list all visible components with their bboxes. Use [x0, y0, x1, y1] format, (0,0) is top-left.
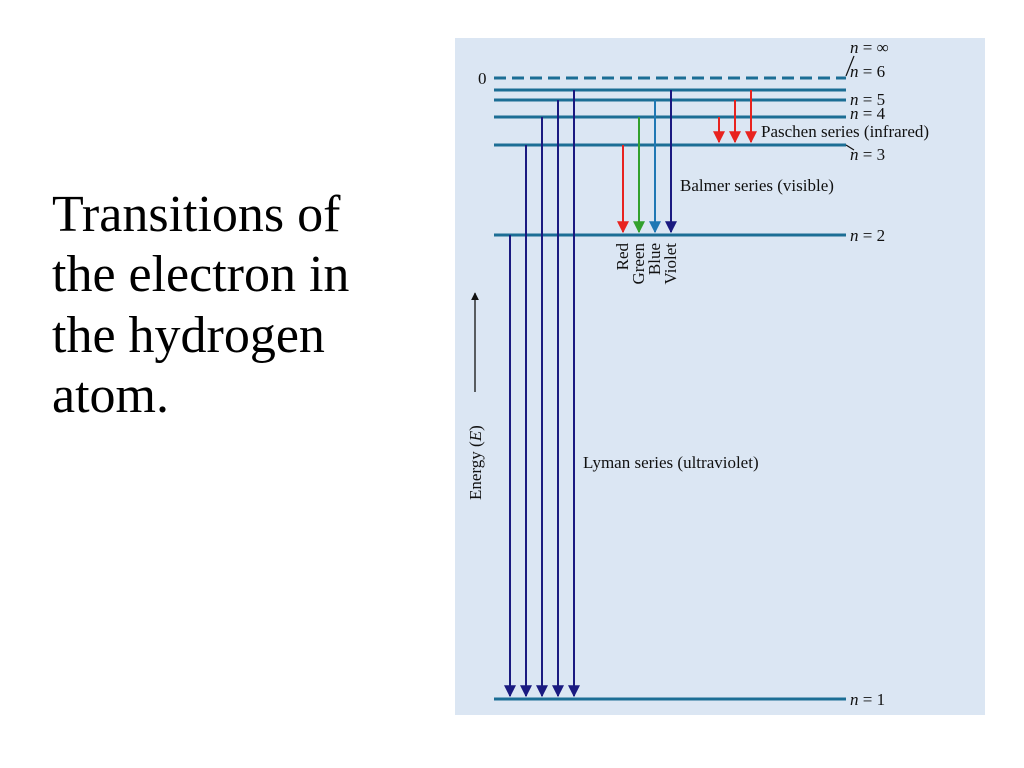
- balmer-label-violet: Violet: [661, 243, 680, 285]
- zero-label: 0: [478, 69, 487, 88]
- level-label-n-2: n = 2: [850, 226, 885, 245]
- lyman-series-label: Lyman series (ultraviolet): [583, 453, 759, 472]
- level-label-n-3: n = 3: [850, 145, 885, 164]
- caption-line-1: Transitions of: [52, 186, 341, 243]
- caption-line-2: the electron in: [52, 246, 350, 304]
- energy-axis-label: Energy (E): [466, 425, 485, 500]
- lyman-arrows: [504, 90, 580, 698]
- level-label-n-1: n = 1: [850, 690, 885, 709]
- caption: Transitions of the electron in the hydro…: [52, 185, 442, 426]
- level-label-n-6: n = 6: [850, 62, 885, 81]
- level-label-n-4: n = 4: [850, 104, 886, 123]
- balmer-label-blue: Blue: [645, 243, 664, 275]
- caption-line-3: the hydrogen: [52, 306, 325, 364]
- level-label-n-inf: n = ∞: [850, 38, 889, 57]
- leader-n-3: [845, 144, 855, 151]
- balmer-series-label: Balmer series (visible): [680, 176, 834, 195]
- caption-line-4: atom.: [52, 366, 169, 424]
- diagram-background: [455, 38, 985, 715]
- level-label-n-5: n = 5: [850, 90, 885, 109]
- balmer-label-green: Green: [629, 243, 648, 285]
- paschen-series-label: Paschen series (infrared): [761, 122, 929, 141]
- paschen-arrows: [713, 90, 757, 144]
- leader-n-inf: [845, 55, 855, 77]
- balmer-label-red: Red: [613, 243, 632, 271]
